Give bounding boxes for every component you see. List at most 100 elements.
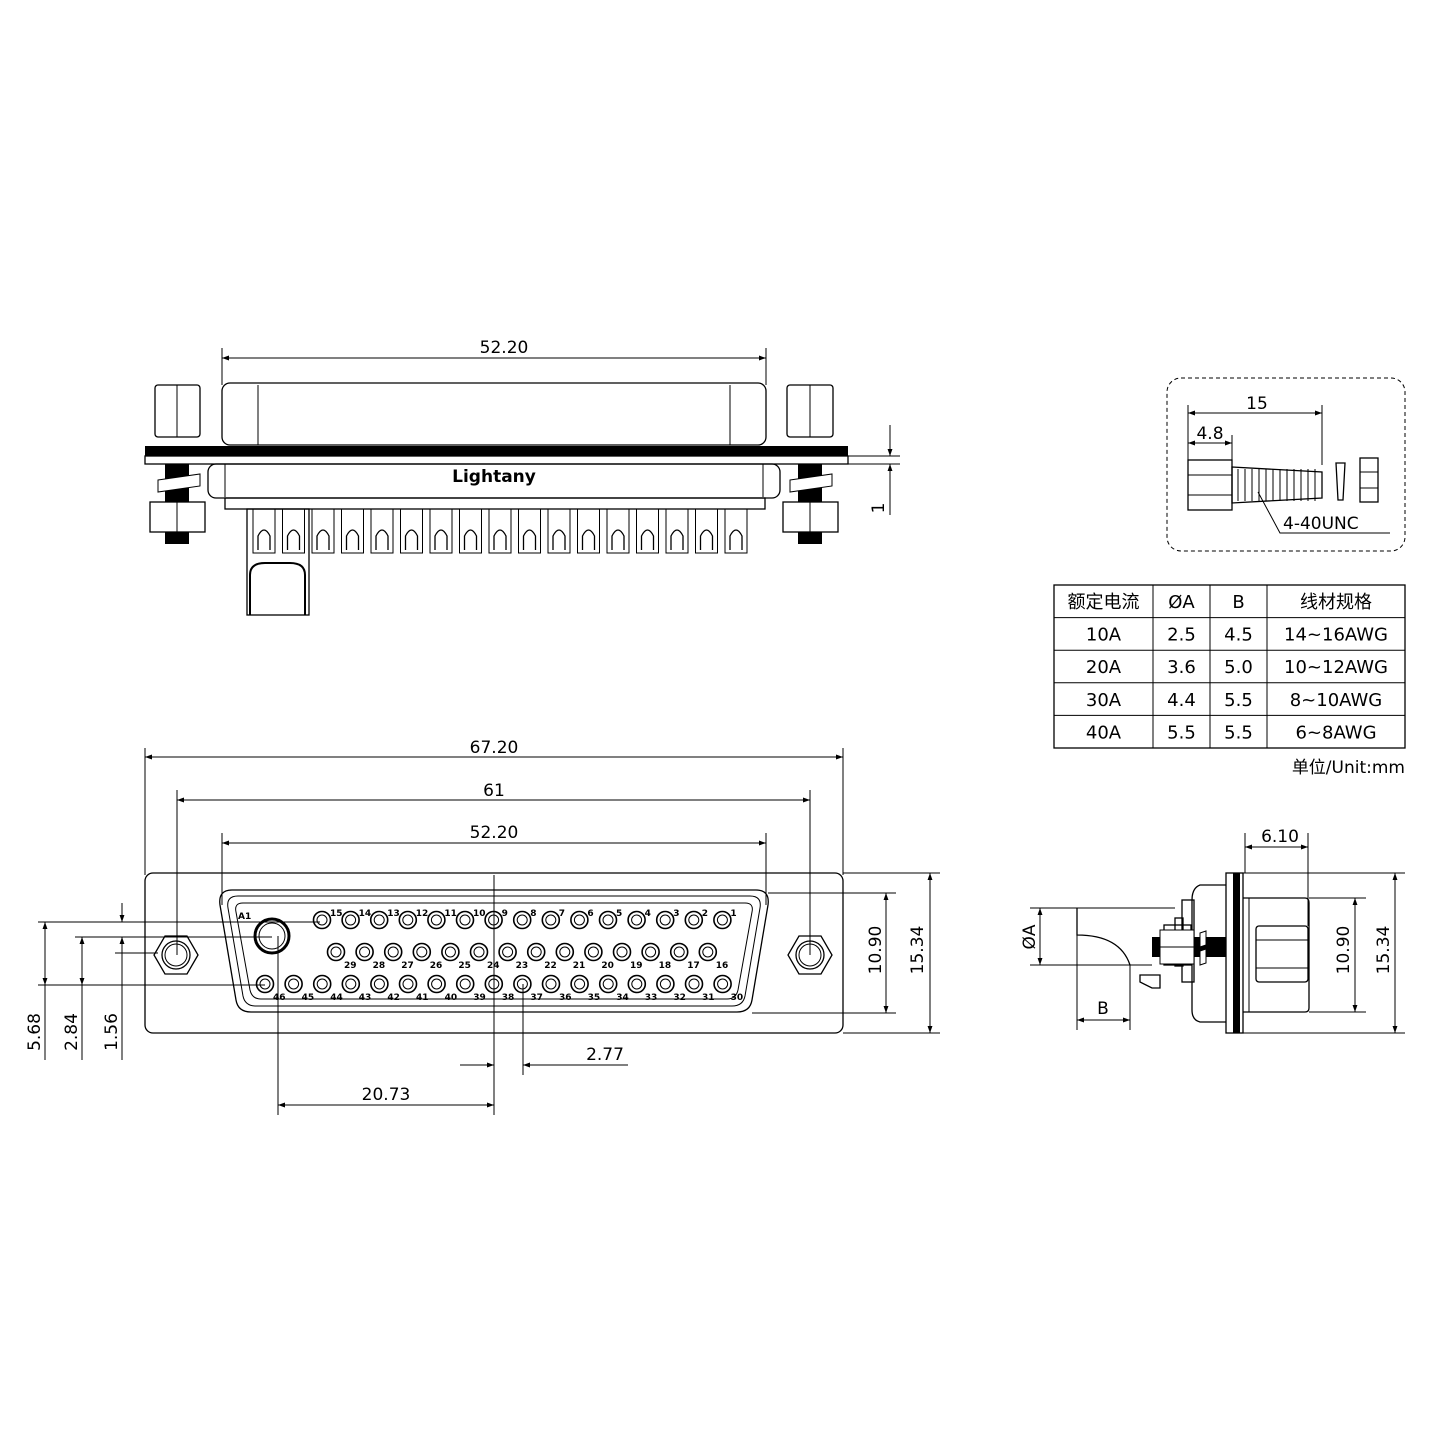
pin-contact: 32 — [656, 974, 686, 1003]
shell-width-dimension: 52.20 — [470, 823, 519, 843]
contact-tail — [606, 508, 630, 554]
pin-number: 38 — [502, 993, 515, 1003]
pin-contact: 16 — [698, 942, 728, 971]
left-standoff — [149, 384, 206, 544]
pin-number: 46 — [273, 993, 286, 1003]
pin-number: 24 — [487, 961, 500, 971]
contact-tail — [547, 508, 571, 554]
contact-tail — [636, 508, 659, 554]
table-cell: 20A — [1086, 657, 1122, 678]
pin-number: 8 — [530, 909, 536, 919]
pin-number: 27 — [401, 961, 414, 971]
contact-tail — [724, 508, 748, 554]
pin-contact: 39 — [455, 974, 486, 1003]
coax-contact-a1 — [253, 917, 291, 955]
depth-dimension: 6.10 — [1261, 827, 1299, 847]
pin-contact: 5 — [598, 909, 622, 930]
screw-detail: 15 4.8 4-40UNC — [1166, 377, 1406, 552]
pin-contact: 4 — [627, 909, 651, 930]
coax-offset-dimension: 20.73 — [362, 1085, 411, 1105]
pin-number: 26 — [430, 961, 443, 971]
top-view: 52.20 Lightany — [144, 338, 900, 616]
pin-number: 3 — [673, 909, 679, 919]
contact-tail — [577, 508, 600, 554]
pin-contact: 36 — [541, 974, 572, 1003]
pin-number: 36 — [559, 993, 572, 1003]
pin-number: 17 — [687, 961, 700, 971]
pin-contact: 27 — [383, 942, 414, 971]
pin-number: 22 — [544, 961, 557, 971]
pin-number: 23 — [516, 961, 529, 971]
mount-spacing-dimension: 61 — [483, 781, 505, 801]
pin-contact: 22 — [526, 942, 557, 971]
pin-contact: 11 — [427, 909, 457, 930]
pin-number: 7 — [559, 909, 565, 919]
pin-contact: 19 — [612, 942, 643, 971]
table-cell: 8~10AWG — [1290, 690, 1383, 711]
contact-tails — [252, 508, 748, 554]
pin-number: 5 — [616, 909, 622, 919]
table-cell: 2.5 — [1167, 625, 1196, 646]
pin-number: 31 — [702, 993, 715, 1003]
thread-spec: 4-40UNC — [1283, 514, 1359, 534]
brand-logo: Lightany — [452, 467, 536, 487]
inner-height-dimension: 10.90 — [866, 926, 886, 975]
table-cell: 5.5 — [1167, 722, 1196, 743]
pin-number: 6 — [587, 909, 593, 919]
contact-tail — [695, 508, 718, 554]
pin-number: 1 — [730, 909, 736, 919]
contact-tail — [311, 508, 335, 554]
pin-contact: 31 — [684, 974, 715, 1003]
wire-diameter-label: ØA — [1020, 924, 1040, 949]
pin-contact: 46 — [255, 974, 286, 1003]
pin-number: 42 — [387, 993, 400, 1003]
side-inner-height-dimension: 10.90 — [1334, 926, 1354, 975]
pin-number: 35 — [588, 993, 601, 1003]
pin-number: 20 — [601, 961, 614, 971]
unit-label: 单位/Unit:mm — [1292, 758, 1405, 778]
pin-contact: 13 — [369, 909, 400, 930]
pin-contact: 25 — [441, 942, 471, 971]
pin-number: 13 — [387, 909, 400, 919]
left-dimension-c: 1.56 — [102, 1013, 122, 1051]
left-dimension-a: 5.68 — [25, 1013, 45, 1051]
pin-number: 33 — [645, 993, 658, 1003]
pin-contact: 35 — [570, 974, 601, 1003]
contact-tail — [518, 508, 541, 554]
pin-contact: 20 — [584, 942, 614, 971]
pin-contact: 1 — [713, 909, 737, 930]
top-width-dimension: 52.20 — [480, 338, 529, 358]
pin-number: 30 — [731, 993, 744, 1003]
pin-number: 18 — [659, 961, 672, 971]
pin-number: 14 — [359, 909, 372, 919]
pin-number: 37 — [530, 993, 543, 1003]
pin-number: 9 — [502, 909, 508, 919]
right-mount-nut — [787, 935, 833, 975]
table-cell: 10~12AWG — [1284, 657, 1388, 678]
table-cell: 40A — [1086, 722, 1122, 743]
pin-contact: 30 — [713, 974, 744, 1003]
pin-contact: 9 — [484, 909, 508, 930]
pin-number: 34 — [616, 993, 629, 1003]
pin-contact: 37 — [513, 974, 543, 1003]
table-header: 额定电流 — [1068, 592, 1140, 613]
table-cell: 4.5 — [1224, 625, 1253, 646]
table-header: 线材规格 — [1300, 592, 1372, 613]
pin-contact: 33 — [627, 974, 658, 1003]
pin-contact: 6 — [570, 909, 594, 930]
pin-number: 25 — [458, 961, 471, 971]
table-cell: 3.6 — [1167, 657, 1196, 678]
pin-contact: 3 — [655, 909, 679, 930]
pin-contact: 45 — [284, 974, 314, 1003]
contact-tail — [282, 508, 305, 554]
pin-contact: 34 — [598, 974, 629, 1003]
pin-number: 10 — [473, 909, 486, 919]
pin-contact: 21 — [555, 942, 585, 971]
contact-tail — [252, 508, 276, 554]
left-mount-nut — [153, 935, 199, 975]
pin-contact: 26 — [412, 942, 443, 971]
pin-number: 4 — [645, 909, 651, 919]
